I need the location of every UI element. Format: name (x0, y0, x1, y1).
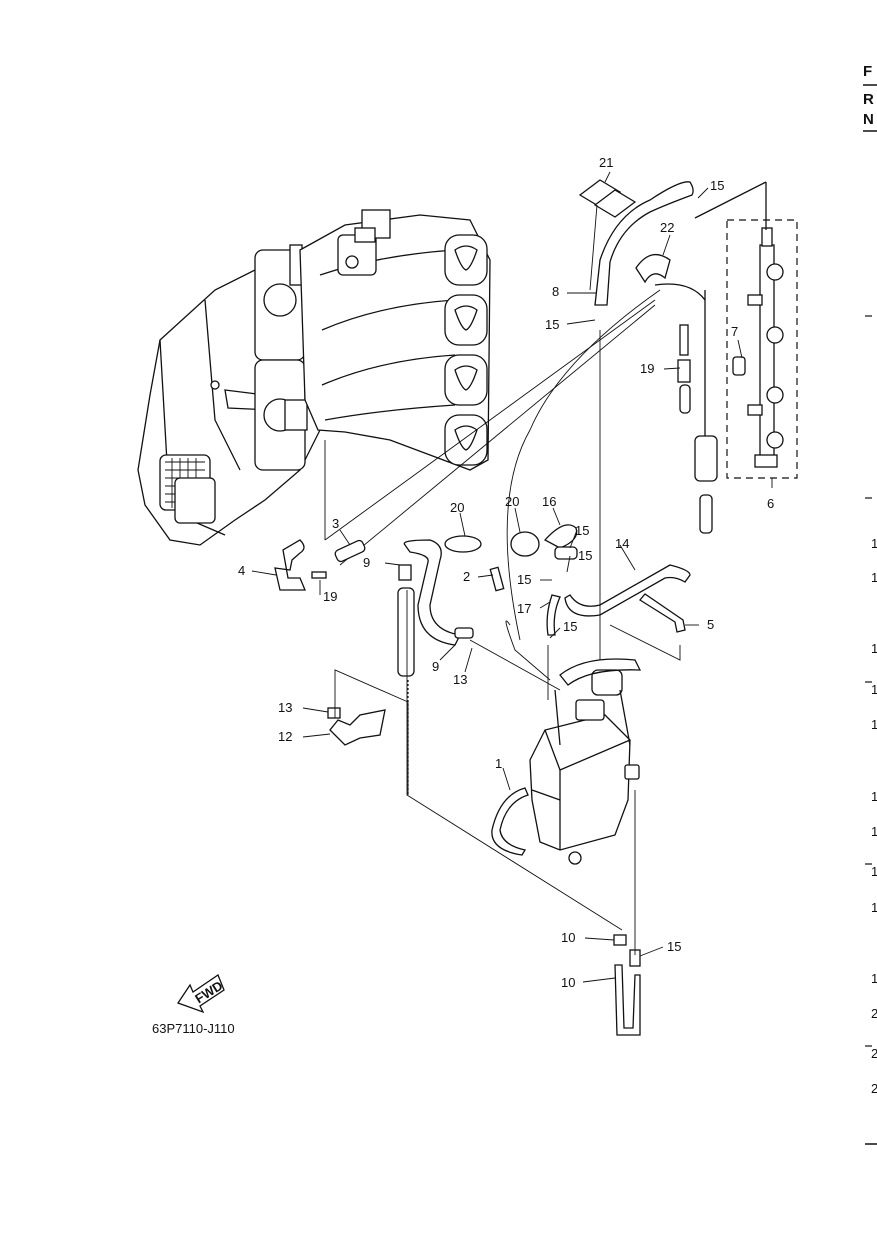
edge-num: 1 (871, 971, 877, 986)
callout-22: 22 (660, 220, 674, 235)
callout-15: 15 (578, 548, 592, 563)
callout-18: 17 (517, 601, 531, 616)
callout-16: 15 (575, 523, 589, 538)
callout-11: 10 (561, 975, 575, 990)
edge-num: 2 (871, 1046, 877, 1061)
callout-15: 15 (545, 317, 559, 332)
callout-15: 15 (517, 572, 531, 587)
callout-15: 15 (667, 939, 681, 954)
fuel-canister-drawing (529, 658, 642, 865)
edge-num: 1 (871, 789, 877, 804)
callout-10: 10 (561, 930, 575, 945)
callout-3: 3 (332, 516, 339, 531)
edge-num: 1 (871, 536, 877, 551)
callout-1: 1 (495, 756, 502, 771)
fwd-arrow: FWD (176, 974, 225, 1014)
part-callouts: 21 15 22 8 15 7 19 6 3 20 20 16 15 15 14… (238, 155, 774, 990)
edge-num: 1 (871, 717, 877, 732)
callout-20: 20 (505, 494, 519, 509)
edge-letter-n: N (863, 111, 874, 128)
right-edge-column: F R N 1 1 1 1 1 1 1 1 1 1 2 2 2 (863, 63, 877, 1145)
callout-17: 16 (542, 494, 556, 509)
edge-letter-r: R (863, 91, 874, 108)
callout-2: 2 (463, 569, 470, 584)
callout-4: 4 (238, 563, 245, 578)
callout-19: 19 (323, 589, 337, 604)
edge-num: 1 (871, 641, 877, 656)
edge-num: 1 (871, 570, 877, 585)
edge-num: 1 (871, 682, 877, 697)
callout-15: 15 (710, 178, 724, 193)
connection-lines (334, 204, 681, 955)
callout-9: 9 (432, 659, 439, 674)
edge-num: 1 (871, 824, 877, 839)
callout-13: 13 (278, 700, 292, 715)
fuel-rail-group (694, 181, 798, 479)
callout-19: 19 (640, 361, 654, 376)
edge-num: 2 (871, 1006, 877, 1021)
edge-num: 2 (871, 1081, 877, 1096)
leader-lines (251, 171, 773, 983)
diagram-ref-code: 63P7110-J110 (152, 1021, 235, 1036)
callout-15: 15 (563, 619, 577, 634)
callout-13: 13 (453, 672, 467, 687)
callout-8: 8 (552, 284, 559, 299)
edge-num: 1 (871, 864, 877, 879)
callout-14: 14 (615, 536, 629, 551)
callout-20: 20 (450, 500, 464, 515)
callout-12: 12 (278, 729, 292, 744)
callout-7: 7 (731, 324, 738, 339)
callout-5: 5 (707, 617, 714, 632)
edge-num: 1 (871, 900, 877, 915)
edge-letter-f: F (863, 63, 872, 80)
intake-manifold-drawing (137, 209, 491, 546)
callout-10: 9 (363, 555, 370, 570)
callout-6: 6 (767, 496, 774, 511)
callout-21: 21 (599, 155, 613, 170)
